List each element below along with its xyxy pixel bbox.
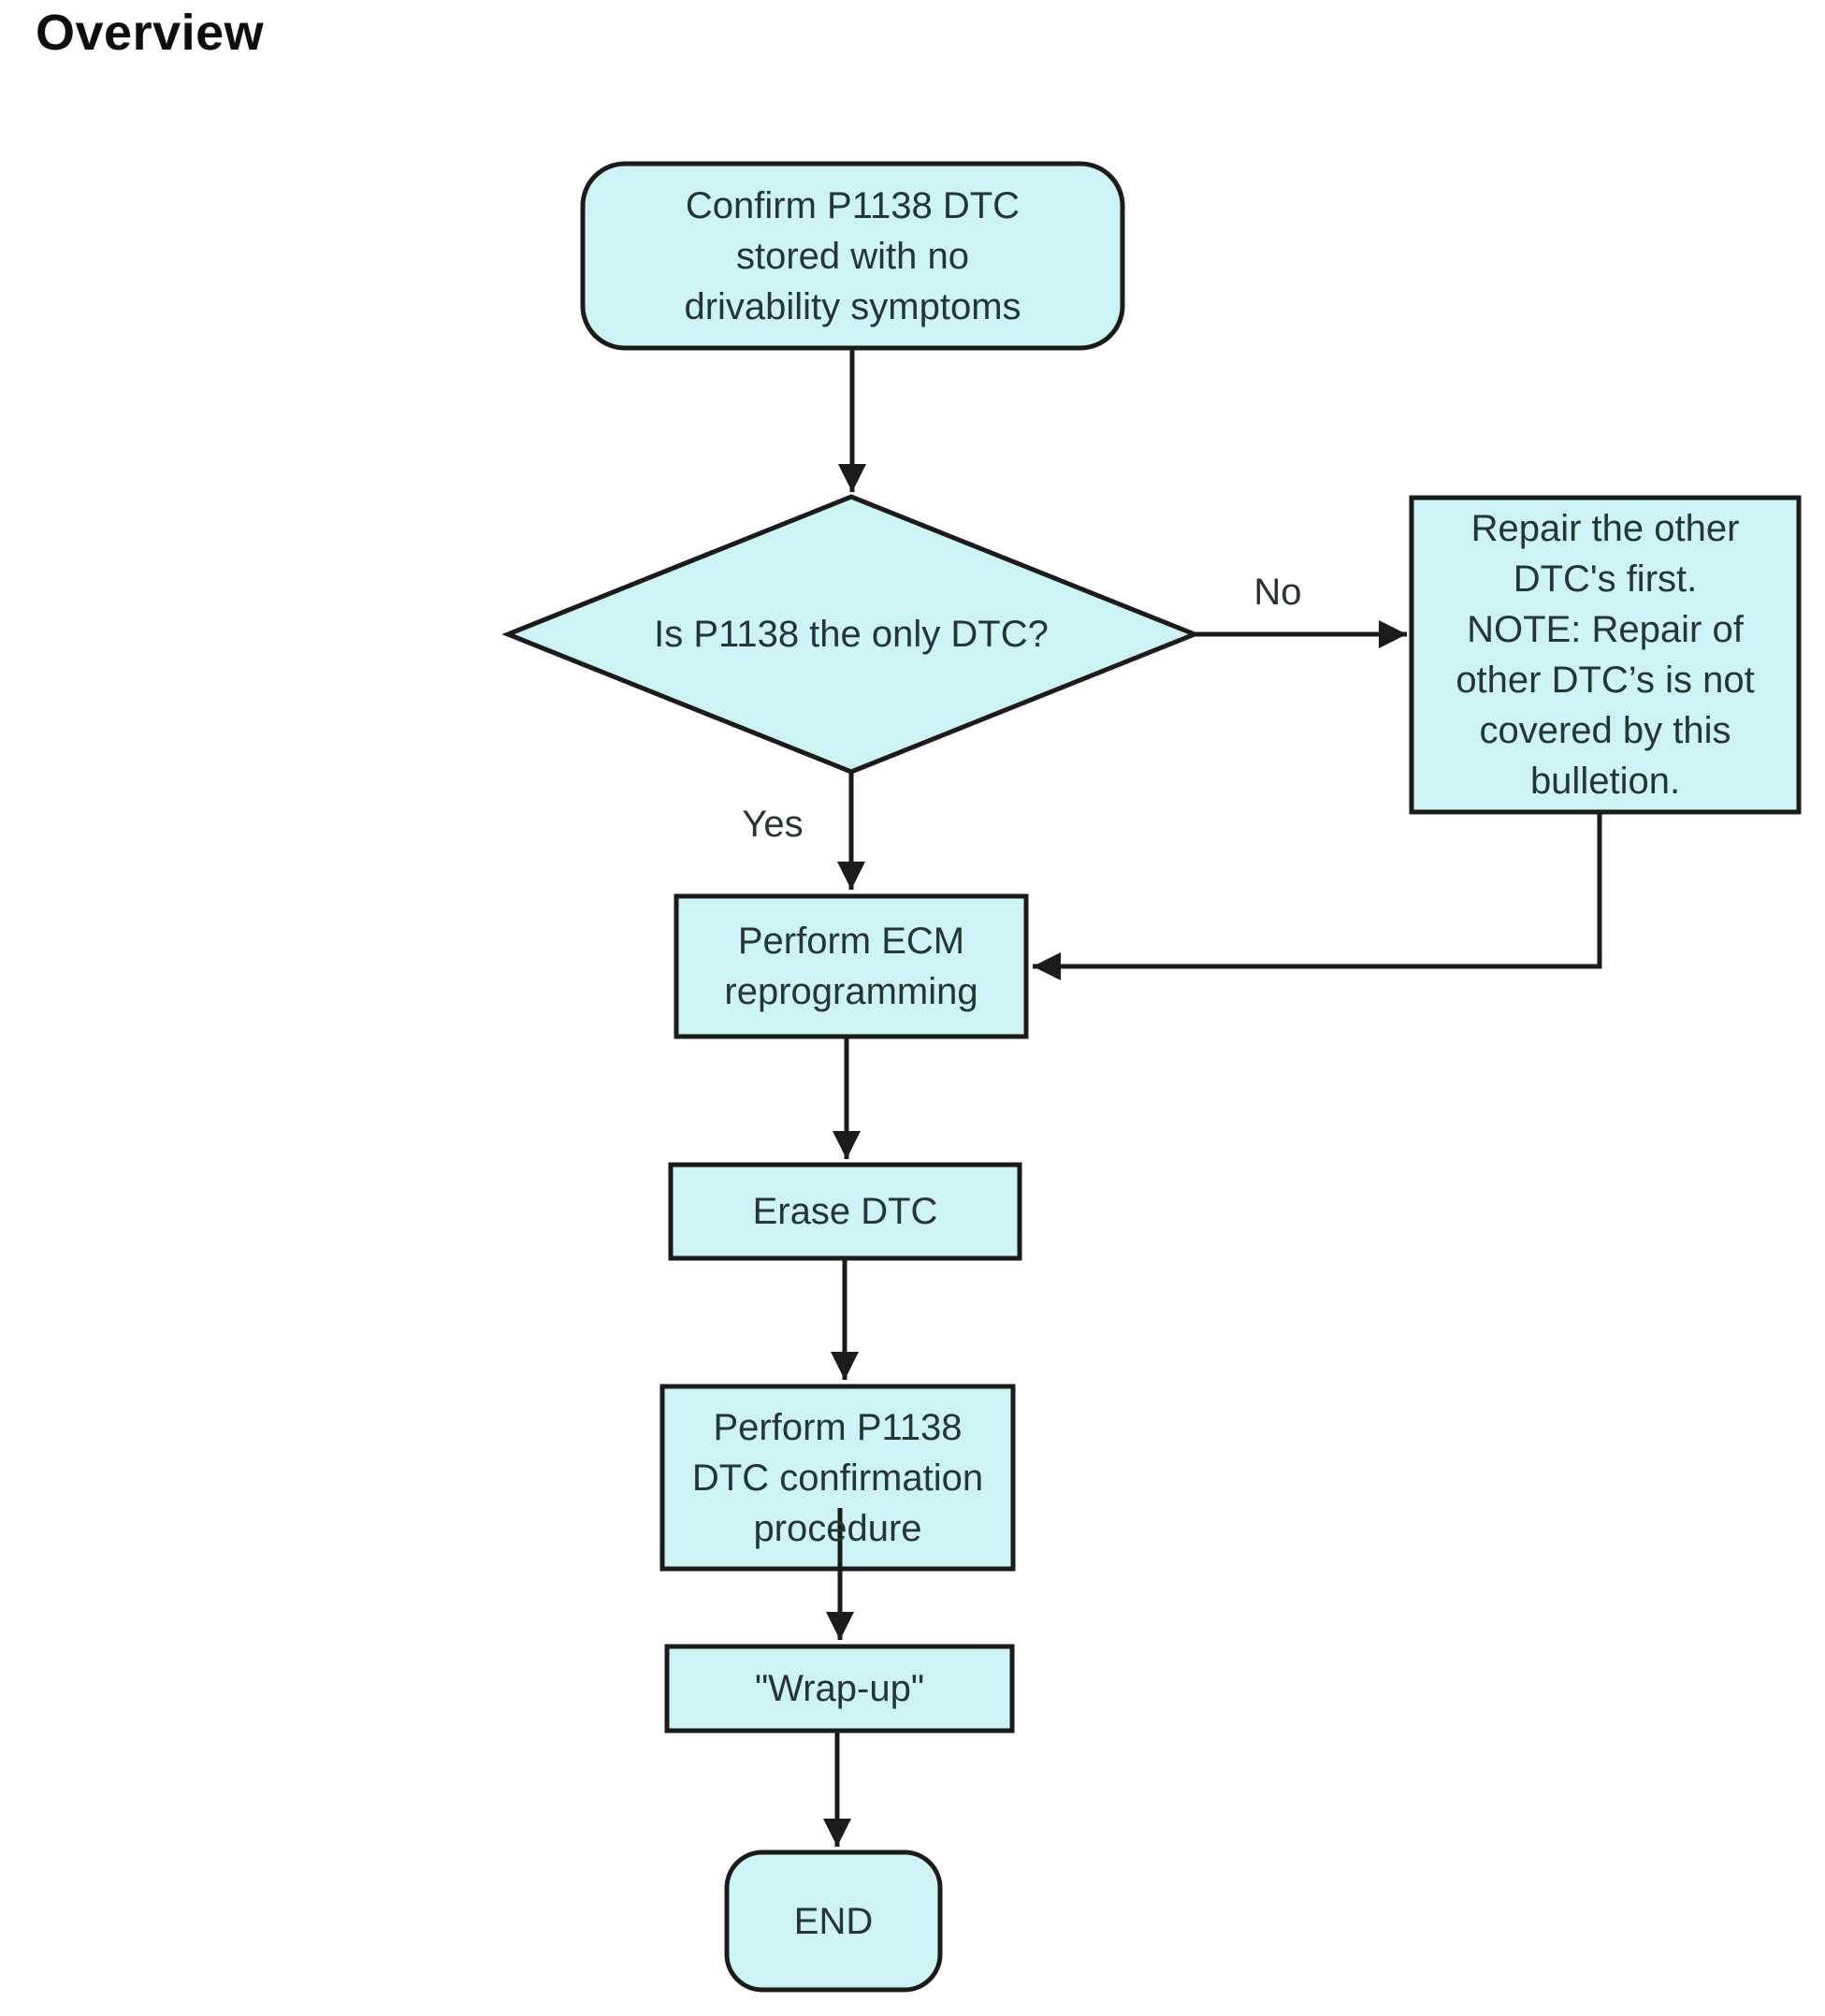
node-end (724, 1849, 943, 1993)
label-repair-other-dtcs: Repair the other DTC's first. NOTE: Repa… (1456, 508, 1755, 802)
label-confirm-p1138-stored: Confirm P1138 DTC stored with no drivabi… (684, 184, 1021, 327)
edge-label-yes: Yes (742, 804, 804, 845)
label-decision-only-dtc: Is P1138 the only DTC? (654, 614, 1049, 655)
label-wrap-up: "Wrap-up" (754, 1668, 925, 1709)
page-title: Overview (36, 5, 265, 61)
edge-repair-to-ecm (1033, 812, 1602, 980)
label-erase-dtc: Erase DTC (752, 1191, 938, 1232)
edge-label-no: No (1253, 572, 1302, 613)
node-repair-other-dtcs (1409, 495, 1802, 815)
label-dtc-confirmation-procedure: Perform P1138 DTC confirmation procedure (691, 1406, 984, 1549)
label-perform-ecm-reprogramming: Perform ECM reprogramming (724, 921, 978, 1012)
node-perform-ecm-reprogramming (674, 893, 1029, 1039)
label-end: END (793, 1900, 874, 1942)
